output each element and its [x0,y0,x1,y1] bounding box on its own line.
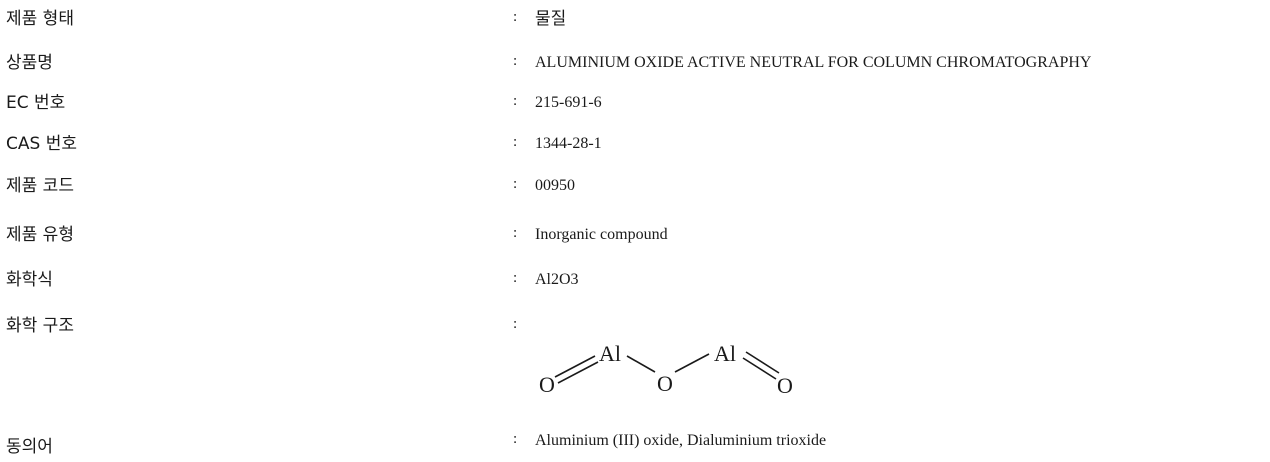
field-row-chemical-structure: 화학 구조 : [0,311,1270,341]
field-row-synonyms: 동의어 : Aluminium (III) oxide, Dialuminium… [0,426,1270,457]
field-label: 제품 코드 [6,176,74,196]
field-label: EC 번호 [6,93,66,113]
field-separator: : [513,316,518,332]
field-value: 1344-28-1 [535,135,602,152]
structure-atom-aluminium: Al [714,341,736,366]
field-value: ALUMINIUM OXIDE ACTIVE NEUTRAL FOR COLUM… [535,54,1092,71]
field-row-cas-number: CAS 번호 : 1344-28-1 [0,129,1270,159]
field-value: 215-691-6 [535,94,602,111]
field-separator: : [513,93,518,109]
field-separator: : [513,225,518,241]
field-separator: : [513,134,518,150]
structure-bond-double [557,361,599,384]
field-row-chemical-formula: 화학식 : Al2O3 [0,265,1270,295]
structure-bond-double [742,357,777,380]
field-label: 상품명 [6,53,53,73]
field-value: Al2O3 [535,271,579,288]
structure-bond-double [554,355,596,378]
field-value: Aluminium (III) oxide, Dialuminium triox… [535,432,827,449]
field-label: CAS 번호 [6,134,77,154]
structure-atom-oxygen: O [539,372,555,397]
field-separator: : [513,270,518,286]
structure-atom-aluminium: Al [599,341,621,366]
field-label: 제품 형태 [6,9,74,29]
field-row-product-code: 제품 코드 : 00950 [0,171,1270,201]
field-separator: : [513,53,518,69]
field-value: Inorganic compound [535,226,668,243]
field-label: 제품 유형 [6,225,74,245]
structure-atom-oxygen: O [657,371,673,396]
field-row-ec-number: EC 번호 : 215-691-6 [0,88,1270,118]
field-row-product-form: 제품 형태 : 물질 [0,4,1270,34]
field-label: 동의어 [6,437,53,457]
field-separator: : [513,9,518,25]
field-label: 화학 구조 [6,316,74,336]
field-row-product-type: 제품 유형 : Inorganic compound [0,220,1270,250]
field-separator: : [513,431,518,447]
structure-bond-double [745,351,780,374]
field-separator: : [513,176,518,192]
structure-bond-single [674,353,710,373]
chemical-structure-diagram: O Al O Al O [539,341,793,398]
field-value: 00950 [535,177,575,194]
field-row-trade-name: 상품명 : ALUMINIUM OXIDE ACTIVE NEUTRAL FOR… [0,48,1270,78]
structure-atom-oxygen: O [777,373,793,398]
structure-bond-single [626,355,656,373]
field-value: 물질 [535,9,567,29]
field-label: 화학식 [6,270,53,290]
